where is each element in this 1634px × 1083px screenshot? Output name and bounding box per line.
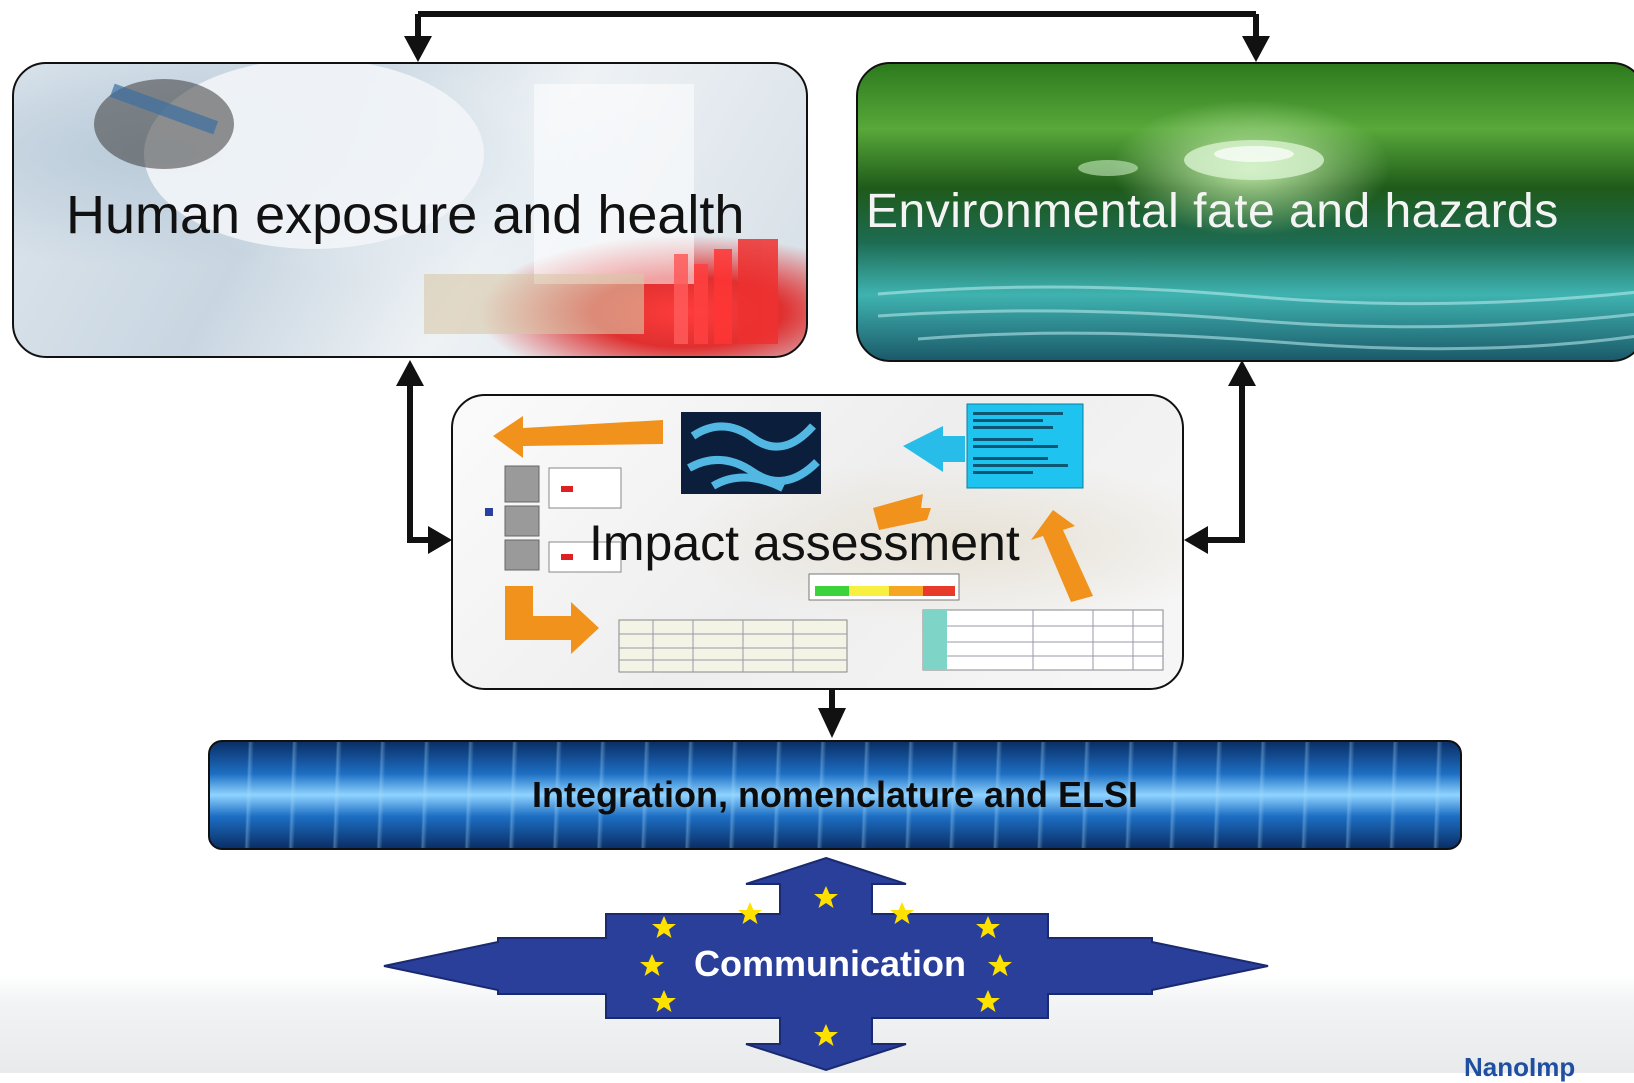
arrowhead-into-impact-left xyxy=(428,526,452,554)
arrowhead-to-environment xyxy=(1242,36,1270,62)
orange-cycle-arrow-icon xyxy=(493,416,1093,654)
left-side-connector-line xyxy=(407,386,430,543)
integration-bar-title: Integration, nomenclature and ELSI xyxy=(531,774,1139,815)
communication-label: Communication xyxy=(693,943,966,984)
impact-assessment-panel: Impact assessment xyxy=(451,394,1184,690)
lab-scene-illustration xyxy=(94,64,778,344)
human-panel-title: Human exposure and health xyxy=(66,185,745,245)
environmental-panel: Environmental fate and hazards xyxy=(856,62,1634,362)
arrowhead-to-human xyxy=(404,36,432,62)
integration-bar: Integration, nomenclature and ELSI xyxy=(208,740,1462,850)
arrowhead-up-human xyxy=(396,360,424,386)
arrowhead-into-impact-right xyxy=(1184,526,1208,554)
water-drop-illustration xyxy=(877,140,1634,351)
right-side-connector-line xyxy=(1206,386,1245,543)
arrowhead-up-environment xyxy=(1228,360,1256,386)
brand-text: NanoImp xyxy=(1464,1052,1576,1082)
human-exposure-panel: Human exposure and health xyxy=(12,62,808,358)
eu-cross-arrow-shape xyxy=(383,856,1269,1072)
environment-panel-title: Environmental fate and hazards xyxy=(866,185,1559,238)
assessment-collage xyxy=(485,403,1164,673)
arrowhead-to-integration xyxy=(818,708,846,738)
impact-panel-title: Impact assessment xyxy=(589,515,1020,571)
